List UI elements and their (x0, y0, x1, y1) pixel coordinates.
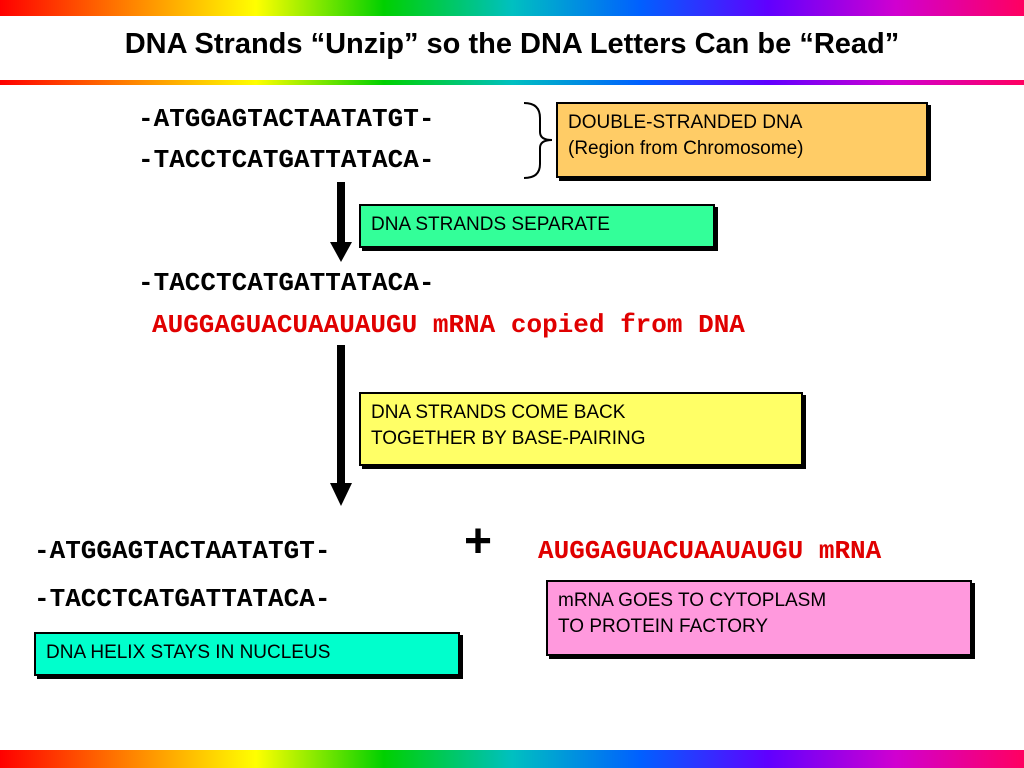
bottom-dna-strand-2: -TACCTCATGATTATACA- (34, 584, 331, 614)
slide-title: DNA Strands “Unzip” so the DNA Letters C… (124, 28, 900, 60)
middle-dna-strand: -TACCTCATGATTATACA- (138, 268, 435, 298)
come-back-line-1: DNA STRANDS COME BACK (371, 402, 626, 423)
mrna-goes-line-1: mRNA GOES TO CYTOPLASM (558, 590, 827, 611)
strands-separate-box: DNA STRANDS SEPARATE (359, 204, 715, 248)
middle-mrna-strand: AUGGAGUACUAAUAUGU mRNA copied from DNA (152, 310, 745, 340)
strands-come-back-box: DNA STRANDS COME BACK TOGETHER BY BASE-P… (359, 392, 803, 466)
top-dna-strand-2: -TACCTCATGATTATACA- (138, 145, 435, 175)
dna-helix-stays-box: DNA HELIX STAYS IN NUCLEUS (34, 632, 460, 676)
plus-sign: + (464, 515, 493, 568)
helix-stays-label: DNA HELIX STAYS IN NUCLEUS (46, 642, 331, 663)
double-stranded-dna-box: DOUBLE-STRANDED DNA (Region from Chromos… (556, 102, 928, 178)
arrow-2-head (330, 483, 352, 506)
arrow-1-shaft (337, 182, 345, 244)
top-rainbow-band (0, 0, 1024, 16)
arrow-2-shaft (337, 345, 345, 485)
mrna-goes-to-cytoplasm-box: mRNA GOES TO CYTOPLASM TO PROTEIN FACTOR… (546, 580, 972, 656)
strand-brace (523, 102, 553, 179)
arrow-1-head (330, 242, 352, 262)
top-dna-strand-1: -ATGGAGTACTAATATGT- (138, 104, 435, 134)
bottom-dna-strand-1: -ATGGAGTACTAATATGT- (34, 536, 331, 566)
bottom-mrna-strand: AUGGAGUACUAAUAUGU mRNA (538, 536, 882, 566)
double-stranded-line-2: (Region from Chromosome) (568, 138, 804, 159)
come-back-line-2: TOGETHER BY BASE-PAIRING (371, 428, 646, 449)
title-underline (0, 80, 1024, 85)
bottom-rainbow-band (0, 750, 1024, 768)
strands-separate-label: DNA STRANDS SEPARATE (371, 214, 610, 235)
mrna-goes-line-2: TO PROTEIN FACTORY (558, 616, 769, 637)
double-stranded-line-1: DOUBLE-STRANDED DNA (568, 112, 803, 133)
